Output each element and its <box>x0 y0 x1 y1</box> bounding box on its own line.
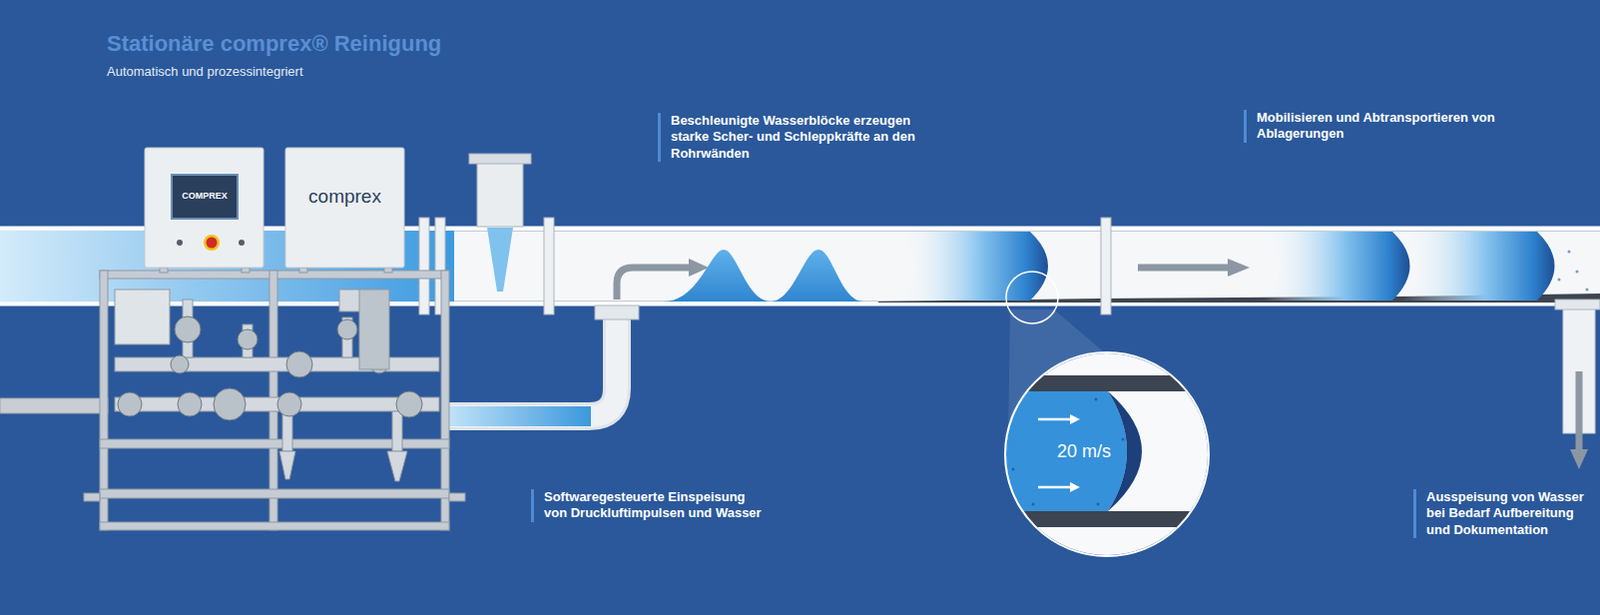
logo-text: comprex <box>285 184 405 209</box>
callout-text: Mobilisieren und Abtransportieren von Ab… <box>1243 109 1507 143</box>
callout-text: Softwaregesteuerte Einspeisung von Druck… <box>531 489 772 523</box>
subtitle: Automatisch und prozessintegriert <box>106 63 527 80</box>
callout-text: Ausspeisung von Wasser bei Bedarf Aufber… <box>1413 489 1593 538</box>
screen-text: COMPREX <box>171 190 238 202</box>
callout-text: Beschleunigte Wasserblöcke erzeugen star… <box>657 112 921 162</box>
diagram-title: Stationäre comprex® Reinigung <box>106 29 806 58</box>
speed-label: 20 m/s <box>1042 440 1126 464</box>
